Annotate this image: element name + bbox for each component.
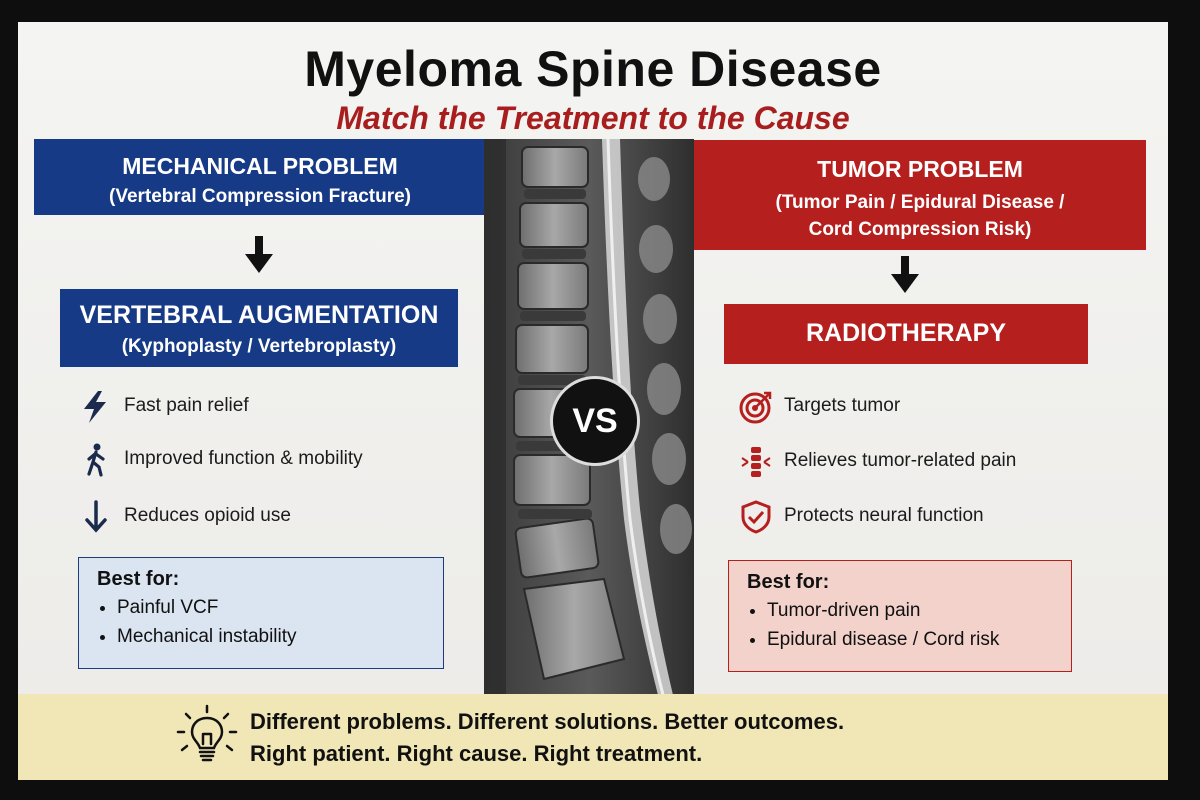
lightning-bolt-icon: [84, 391, 106, 423]
vs-badge: VS: [550, 376, 640, 466]
shield-check-icon: [741, 500, 771, 534]
spine-pain-icon: [741, 447, 771, 477]
down-arrow-icon: [85, 500, 107, 533]
page-title: Myeloma Spine Disease: [304, 41, 882, 97]
best-for-title: Best for:: [97, 568, 180, 590]
vertebral-augmentation-title: VERTEBRAL AUGMENTATION: [79, 301, 439, 329]
best-for-item: Mechanical instability: [117, 626, 425, 648]
benefit-text: Reduces opioid use: [124, 505, 291, 526]
best-for-item: Painful VCF: [117, 597, 425, 619]
lightbulb-icon: [176, 704, 238, 762]
benefit-text: Targets tumor: [784, 395, 901, 416]
down-arrow-icon: [245, 236, 273, 273]
page-subtitle: Match the Treatment to the Cause: [336, 100, 850, 136]
benefit-text: Relieves tumor-related pain: [784, 450, 1017, 471]
mechanical-problem-detail: (Vertebral Compression Fracture): [109, 186, 411, 207]
footer-line-1: Different problems. Different solutions.…: [250, 709, 845, 734]
tumor-problem-detail-line2: Cord Compression Risk): [808, 219, 1032, 240]
radiotherapy-title: RADIOTHERAPY: [805, 319, 1006, 347]
best-for-item: Epidural disease / Cord risk: [767, 629, 1053, 651]
best-for-item: Tumor-driven pain: [767, 600, 1053, 622]
tumor-problem-detail-line1: (Tumor Pain / Epidural Disease /: [775, 192, 1065, 213]
mechanical-problem-box: MECHANICAL PROBLEM (Vertebral Compressio…: [34, 139, 486, 215]
benefit-text: Improved function & mobility: [124, 448, 363, 469]
benefit-text: Fast pain relief: [124, 395, 249, 416]
down-arrow-icon: [891, 256, 919, 293]
best-for-title: Best for:: [747, 571, 830, 593]
best-for-box-right: Best for: Tumor-driven pain Epidural dis…: [728, 560, 1072, 672]
best-for-box-left: Best for: Painful VCF Mechanical instabi…: [78, 557, 444, 669]
radiotherapy-box: RADIOTHERAPY: [724, 304, 1088, 364]
target-icon: [739, 391, 772, 424]
mechanical-problem-title: MECHANICAL PROBLEM: [122, 153, 398, 179]
tumor-problem-box: TUMOR PROBLEM (Tumor Pain / Epidural Dis…: [694, 140, 1146, 250]
footer-banner: Different problems. Different solutions.…: [18, 694, 1168, 780]
footer-line-2: Right patient. Right cause. Right treatm…: [250, 741, 703, 766]
vertebral-augmentation-box: VERTEBRAL AUGMENTATION (Kyphoplasty / Ve…: [60, 289, 458, 367]
tumor-problem-title: TUMOR PROBLEM: [817, 156, 1023, 182]
benefit-text: Protects neural function: [784, 505, 984, 526]
vertebral-augmentation-detail: (Kyphoplasty / Vertebroplasty): [121, 336, 397, 357]
walking-person-icon: [87, 443, 105, 477]
slide: Myeloma Spine Disease Match the Treatmen…: [18, 22, 1168, 780]
